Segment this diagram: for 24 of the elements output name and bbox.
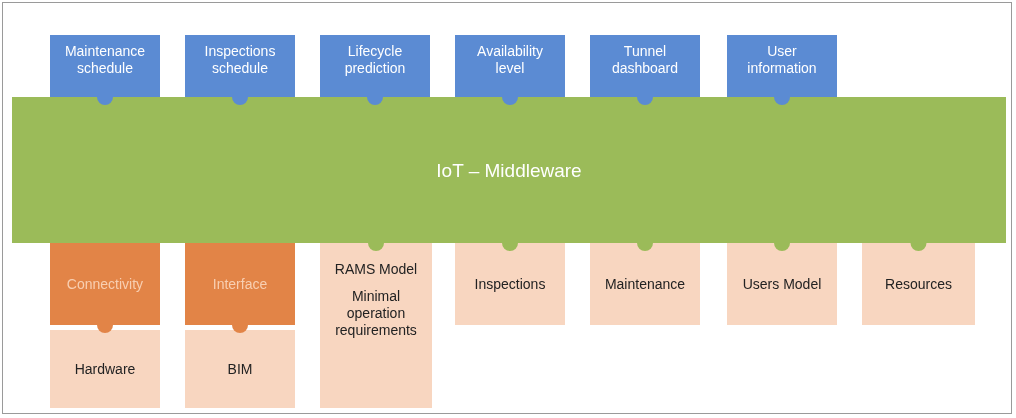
piece-label: Resources bbox=[884, 275, 953, 293]
module-puzzle-piece bbox=[185, 330, 295, 408]
module-puzzle-piece bbox=[320, 243, 432, 408]
piece-label: BIM bbox=[226, 360, 254, 378]
piece-label: Minimal operation requirements bbox=[334, 288, 418, 339]
piece-label: Inspections bbox=[473, 275, 547, 293]
piece-label: Users Model bbox=[741, 275, 823, 293]
module-puzzle-piece bbox=[50, 330, 160, 408]
band-title: IoT – Middleware bbox=[435, 161, 583, 179]
piece-label: Tunnel dashboard bbox=[610, 43, 680, 77]
piece-label: Lifecycle prediction bbox=[343, 43, 407, 77]
module-puzzle-piece bbox=[862, 243, 975, 325]
piece-label: Maintenance schedule bbox=[63, 43, 147, 77]
piece-label: Interface bbox=[211, 275, 269, 293]
module-puzzle-piece bbox=[590, 243, 700, 325]
piece-label: User information bbox=[746, 43, 818, 77]
piece-label: Maintenance bbox=[603, 275, 687, 293]
piece-label: Connectivity bbox=[65, 275, 145, 293]
piece-label: Inspections schedule bbox=[203, 43, 277, 77]
piece-label: Availability level bbox=[476, 43, 544, 77]
piece-label: RAMS Model bbox=[333, 261, 419, 278]
module-puzzle-piece bbox=[455, 243, 565, 325]
module-puzzle-piece bbox=[727, 243, 837, 325]
piece-label: Hardware bbox=[73, 360, 137, 378]
